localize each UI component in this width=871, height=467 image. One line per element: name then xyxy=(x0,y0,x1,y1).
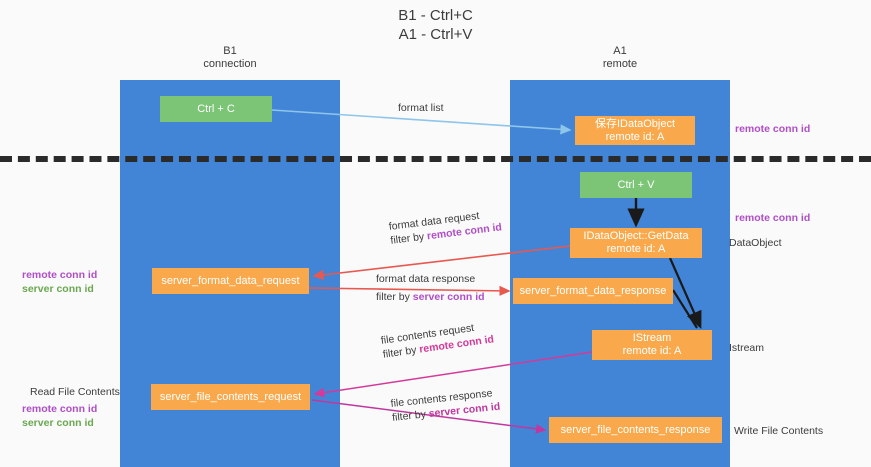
edge-label-format-list: format list xyxy=(398,101,444,115)
annotation-istream: Istream xyxy=(729,342,765,354)
edge-label-format-list-text: format list xyxy=(398,102,444,114)
column-header-a1: A1 remote xyxy=(510,45,730,71)
node-save-idataobject-sub: remote id: A xyxy=(605,130,665,143)
node-save-idataobject[interactable]: 保存IDataObject remote id: A xyxy=(575,116,695,145)
node-save-idataobject-label: 保存IDataObject xyxy=(594,117,676,130)
edge-label-format-data-response-text: format data response xyxy=(376,273,476,285)
column-header-a1-role: remote xyxy=(602,58,638,70)
filter-prefix: filter by xyxy=(376,291,413,303)
filter-value: server conn id xyxy=(412,291,485,303)
column-header-b1-name: B1 xyxy=(223,45,237,57)
annotation-remote-conn-id-2: remote conn id xyxy=(22,403,98,415)
node-ctrl-c[interactable]: Ctrl + C xyxy=(160,96,272,122)
phase-divider xyxy=(0,156,871,162)
node-server-format-data-request[interactable]: server_format_data_request xyxy=(152,268,309,294)
node-idataobject-getdata[interactable]: IDataObject::GetData remote id: A xyxy=(570,228,702,258)
node-server-file-contents-response[interactable]: server_file_contents_response xyxy=(549,417,722,443)
edge-label-file-contents-request: file contents request filter by remote c… xyxy=(380,318,495,361)
title-line-2: A1 - Ctrl+V xyxy=(398,26,473,43)
edge-label-file-contents-response: file contents response filter by server … xyxy=(390,386,501,425)
node-server-format-data-response[interactable]: server_format_data_response xyxy=(513,278,673,304)
annotation-data-object: DataObject xyxy=(729,237,782,249)
annotation-remote-conn-id-top: remote conn id xyxy=(735,123,811,135)
filter-prefix: filter by xyxy=(382,343,421,361)
node-server-format-data-request-label: server_format_data_request xyxy=(161,274,300,287)
annotation-conn-ids-lower: remote conn id server conn id xyxy=(22,402,97,430)
node-ctrl-c-label: Ctrl + C xyxy=(197,102,235,115)
title-line-1: B1 - Ctrl+C xyxy=(398,7,473,24)
edge-label-format-data-response: format data response filter by server co… xyxy=(376,272,485,304)
node-istream-sub: remote id: A xyxy=(622,345,682,357)
node-server-file-contents-request-label: server_file_contents_request xyxy=(159,390,302,403)
edge-label-format-data-response-filter: filter by server conn id xyxy=(376,290,485,304)
annotation-read-file-contents: Read File Contents xyxy=(30,386,120,398)
column-header-a1-name: A1 xyxy=(613,45,627,57)
filter-prefix: filter by xyxy=(391,408,430,424)
column-header-b1: B1 connection xyxy=(120,45,340,71)
node-server-file-contents-response-label: server_file_contents_response xyxy=(560,423,711,436)
node-idataobject-getdata-sub: remote id: A xyxy=(606,243,666,255)
node-istream[interactable]: IStream remote id: A xyxy=(592,330,712,360)
page-title: B1 - Ctrl+C A1 - Ctrl+V xyxy=(0,6,871,44)
filter-prefix: filter by xyxy=(389,230,428,247)
annotation-write-file-contents: Write File Contents xyxy=(734,425,824,437)
node-idataobject-getdata-label: IDataObject::GetData xyxy=(583,230,689,242)
node-ctrl-v-label: Ctrl + V xyxy=(617,178,655,191)
annotation-server-conn-id: server conn id xyxy=(22,283,94,295)
node-server-file-contents-request[interactable]: server_file_contents_request xyxy=(151,384,310,410)
column-header-b1-role: connection xyxy=(203,58,257,70)
edge-label-format-data-request: format data request filter by remote con… xyxy=(388,206,503,247)
annotation-server-conn-id-2: server conn id xyxy=(22,417,94,429)
annotation-conn-ids-upper: remote conn id server conn id xyxy=(22,268,97,296)
node-server-format-data-response-label: server_format_data_response xyxy=(519,284,667,297)
node-istream-label: IStream xyxy=(632,332,672,344)
node-ctrl-v[interactable]: Ctrl + V xyxy=(580,172,692,198)
annotation-remote-conn-id: remote conn id xyxy=(22,269,98,281)
annotation-remote-conn-id-mid: remote conn id xyxy=(735,212,811,224)
